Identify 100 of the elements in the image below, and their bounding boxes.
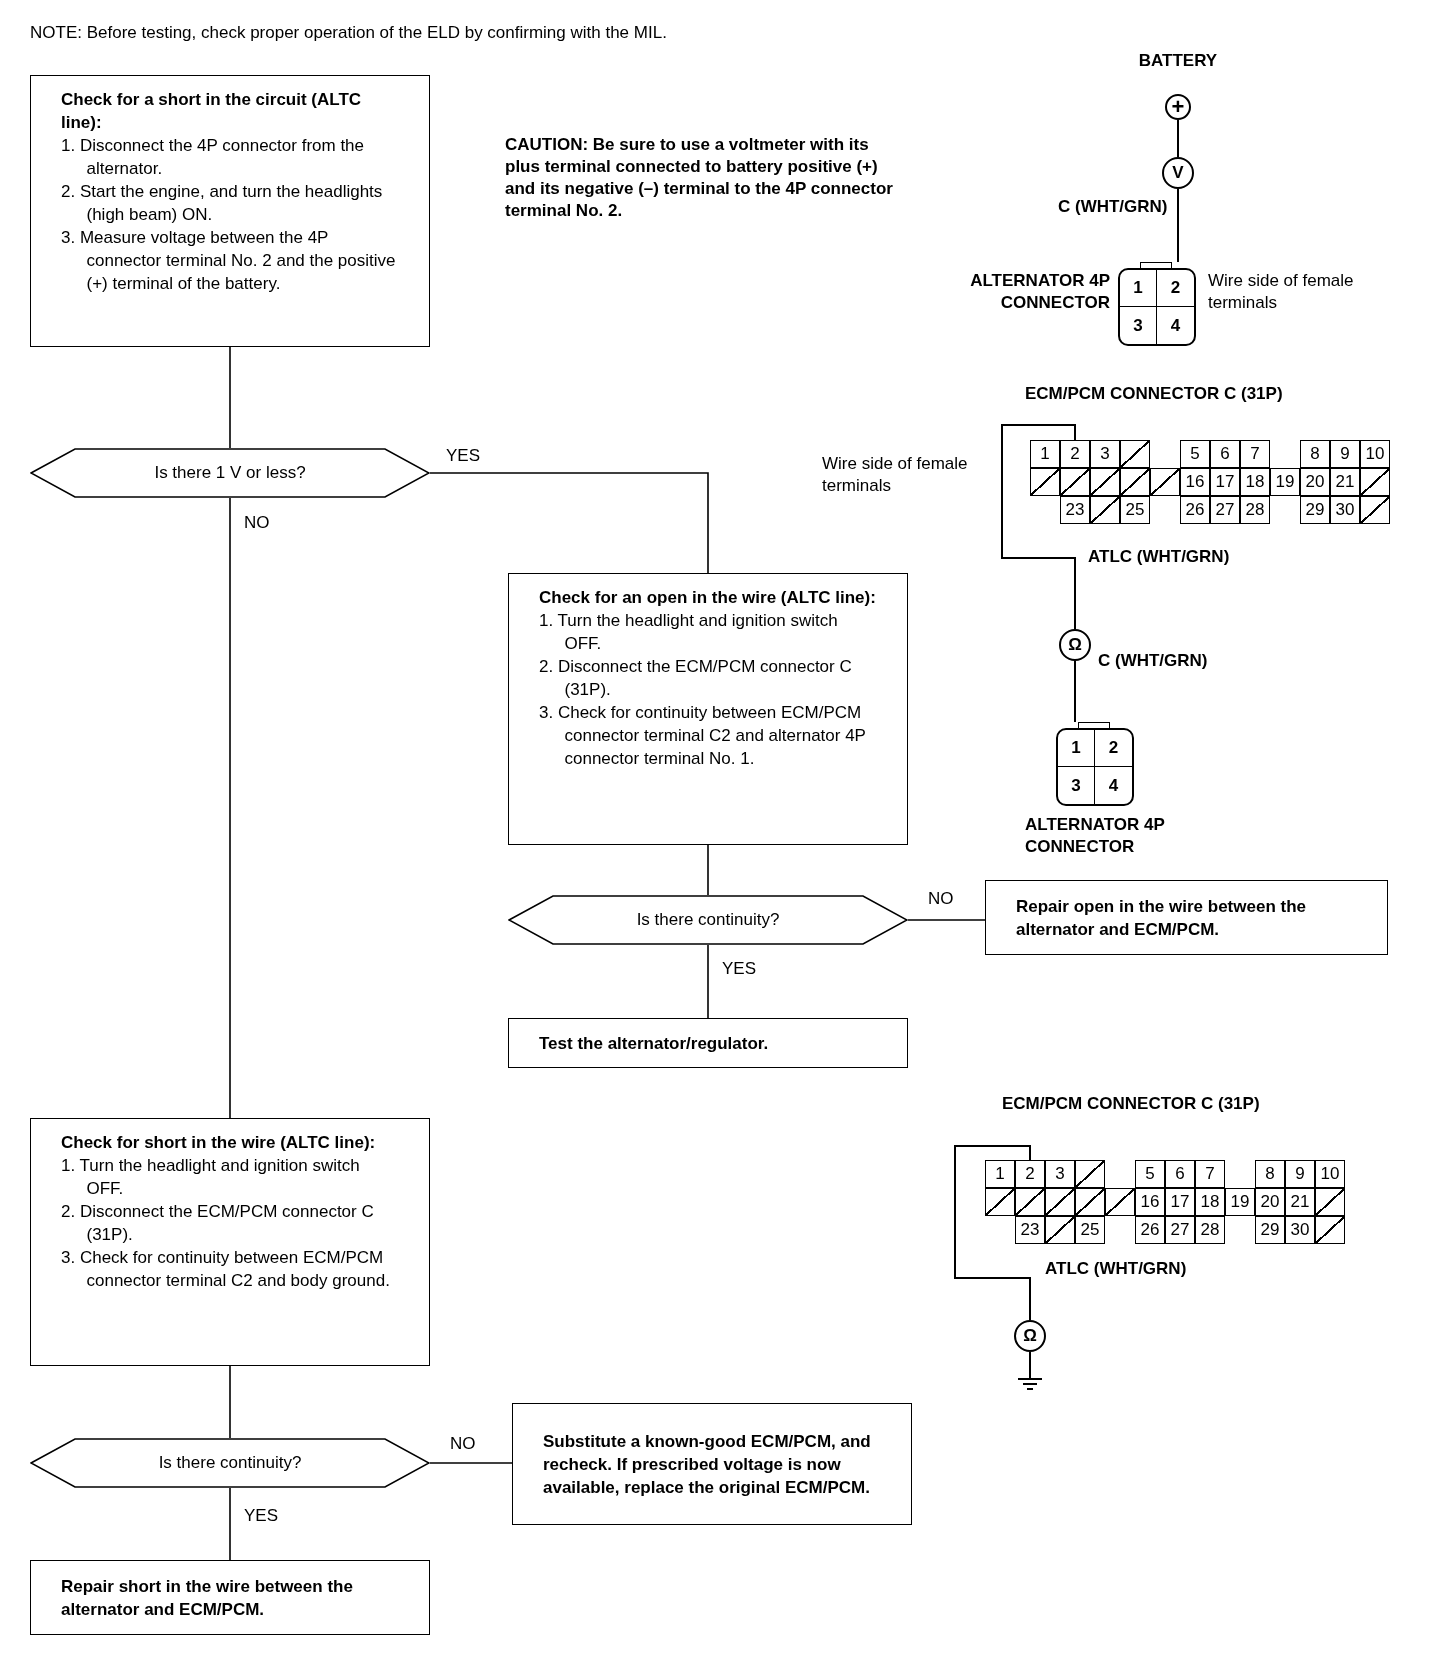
pin-number: 19 xyxy=(1275,472,1295,492)
step-text: 2. Disconnect the ECM/PCM connector C (31P). xyxy=(539,656,853,701)
pin-number: 17 xyxy=(1170,1192,1190,1212)
pin-number: 30 xyxy=(1335,500,1355,520)
flow-line xyxy=(707,844,709,896)
pin-number: 3 xyxy=(1133,315,1143,336)
caution-text: CAUTION: Be sure to use a voltmeter with its plus terminal connected to battery positive (+) and its negative (–) terminal to the 4P connector terminal No. 2. xyxy=(505,134,894,222)
flow-line xyxy=(907,919,986,921)
component-label: ALTERNATOR 4P CONNECTOR xyxy=(1025,814,1166,858)
pin-number: 3 xyxy=(1071,775,1081,796)
pin-number: 23 xyxy=(1065,500,1085,520)
pin-number: 1 xyxy=(1071,738,1081,758)
pin-number: 10 xyxy=(1320,1164,1340,1184)
component-label: ECM/PCM CONNECTOR C (31P) xyxy=(1002,1093,1261,1115)
flow-line xyxy=(707,944,709,1019)
pin-number: 1 xyxy=(1040,444,1050,464)
wire xyxy=(1029,1351,1031,1373)
pin-number: 27 xyxy=(1170,1220,1190,1240)
flow-line xyxy=(229,1365,231,1439)
step-text: 3. Check for continuity between ECM/PCM connector terminal C2 and alternator 4P connector terminal No. 1. xyxy=(539,702,867,770)
flow-line xyxy=(229,1487,231,1561)
flow-line xyxy=(229,497,231,1119)
pin-number: 4 xyxy=(1170,315,1181,336)
pin-number: 29 xyxy=(1260,1220,1280,1240)
pin-number: 2 xyxy=(1070,444,1080,464)
wire xyxy=(1074,660,1076,723)
pin-number: 20 xyxy=(1260,1192,1280,1212)
component-label: ALTERNATOR 4P CONNECTOR xyxy=(969,270,1110,314)
question-text: Is there 1 V or less? xyxy=(153,462,307,484)
pin-number: 3 xyxy=(1055,1164,1065,1184)
step-text: 1. Turn the headlight and ignition switch OFF. xyxy=(539,610,839,655)
pin-number: 25 xyxy=(1080,1220,1100,1240)
pin-number: 25 xyxy=(1125,500,1145,520)
pin-number: 2 xyxy=(1025,1164,1035,1184)
pin-number: 9 xyxy=(1295,1164,1305,1184)
voltmeter-symbol: V xyxy=(1162,157,1194,189)
pin-number: 1 xyxy=(995,1164,1005,1184)
battery-terminal-symbol: + xyxy=(1165,94,1191,120)
pin-number: 30 xyxy=(1290,1220,1310,1240)
wire xyxy=(1177,188,1179,263)
process-box xyxy=(30,1118,430,1366)
action-box xyxy=(508,1018,908,1068)
pin-number: 26 xyxy=(1140,1220,1160,1240)
pin-number: 3 xyxy=(1100,444,1110,464)
question-text: Is there continuity? xyxy=(635,909,781,931)
pin-number: 18 xyxy=(1200,1192,1220,1212)
pin-number: 10 xyxy=(1365,444,1385,464)
caption-text: Wire side of female terminals xyxy=(822,453,969,497)
pin-number: 20 xyxy=(1305,472,1325,492)
decision-hexagon xyxy=(30,1438,430,1488)
pin-number: 6 xyxy=(1220,444,1230,464)
ohmmeter-symbol: Ω xyxy=(1014,1320,1046,1352)
ohmmeter-symbol: Ω xyxy=(1059,629,1091,661)
pin-number: 2 xyxy=(1170,278,1181,298)
box-heading: Check for a short in the circuit (ALTC line): xyxy=(61,89,363,134)
pin-number: 16 xyxy=(1140,1192,1160,1212)
pin-number: 18 xyxy=(1245,472,1265,492)
pin-number: 21 xyxy=(1290,1192,1310,1212)
flow-line xyxy=(429,472,709,574)
pin-number: 26 xyxy=(1185,500,1205,520)
process-box xyxy=(30,75,430,347)
question-text: Is there continuity? xyxy=(157,1452,303,1474)
action-box xyxy=(985,880,1388,955)
component-label: BATTERY xyxy=(1137,50,1219,72)
pin-number: 19 xyxy=(1230,1192,1250,1212)
flow-line xyxy=(229,346,231,449)
box-text: Repair short in the wire between the alternator and ECM/PCM. xyxy=(61,1575,354,1621)
flow-line xyxy=(429,1462,513,1464)
pin-number: 5 xyxy=(1145,1164,1155,1184)
pin-number: 4 xyxy=(1108,775,1119,796)
note-text: NOTE: Before testing, check proper operation of the ELD by confirming with the MIL. xyxy=(30,22,668,44)
step-text: 2. Start the engine, and turn the headlights (high beam) ON. xyxy=(61,181,384,226)
box-heading: Check for short in the wire (ALTC line): xyxy=(61,1132,377,1154)
pin-number: 28 xyxy=(1245,500,1265,520)
action-box xyxy=(30,1560,430,1635)
pin-number: 28 xyxy=(1200,1220,1220,1240)
box-heading: Check for an open in the wire (ALTC line): xyxy=(539,587,877,609)
pin-number: 29 xyxy=(1305,500,1325,520)
decision-hexagon xyxy=(30,448,430,498)
pin-number: 23 xyxy=(1020,1220,1040,1240)
pin-number: 1 xyxy=(1133,278,1143,298)
wire xyxy=(1177,119,1179,158)
box-text: Test the alternator/regulator. xyxy=(539,1032,770,1055)
wire xyxy=(1001,424,1076,630)
pin-number: 5 xyxy=(1190,444,1200,464)
pin-number: 21 xyxy=(1335,472,1355,492)
pin-number: 2 xyxy=(1108,738,1119,758)
caption-text: Wire side of female terminals xyxy=(1208,270,1355,314)
wire xyxy=(954,1145,1031,1321)
pin-number: 27 xyxy=(1215,500,1235,520)
process-box xyxy=(508,573,908,845)
pin-number: 6 xyxy=(1175,1164,1185,1184)
pin-number: 8 xyxy=(1265,1164,1275,1184)
box-text: Repair open in the wire between the alternator and ECM/PCM. xyxy=(1016,895,1307,941)
step-text: 2. Disconnect the ECM/PCM connector C (31P). xyxy=(61,1201,375,1246)
box-text: Substitute a known-good ECM/PCM, and recheck. If prescribed voltage is now available, replace the original ECM/PCM. xyxy=(543,1430,872,1499)
decision-hexagon xyxy=(508,895,908,945)
pin-number: 8 xyxy=(1310,444,1320,464)
step-text: 3. Check for continuity between ECM/PCM connector terminal C2 and body ground. xyxy=(61,1247,391,1292)
component-label: ECM/PCM CONNECTOR C (31P) xyxy=(1025,383,1284,405)
